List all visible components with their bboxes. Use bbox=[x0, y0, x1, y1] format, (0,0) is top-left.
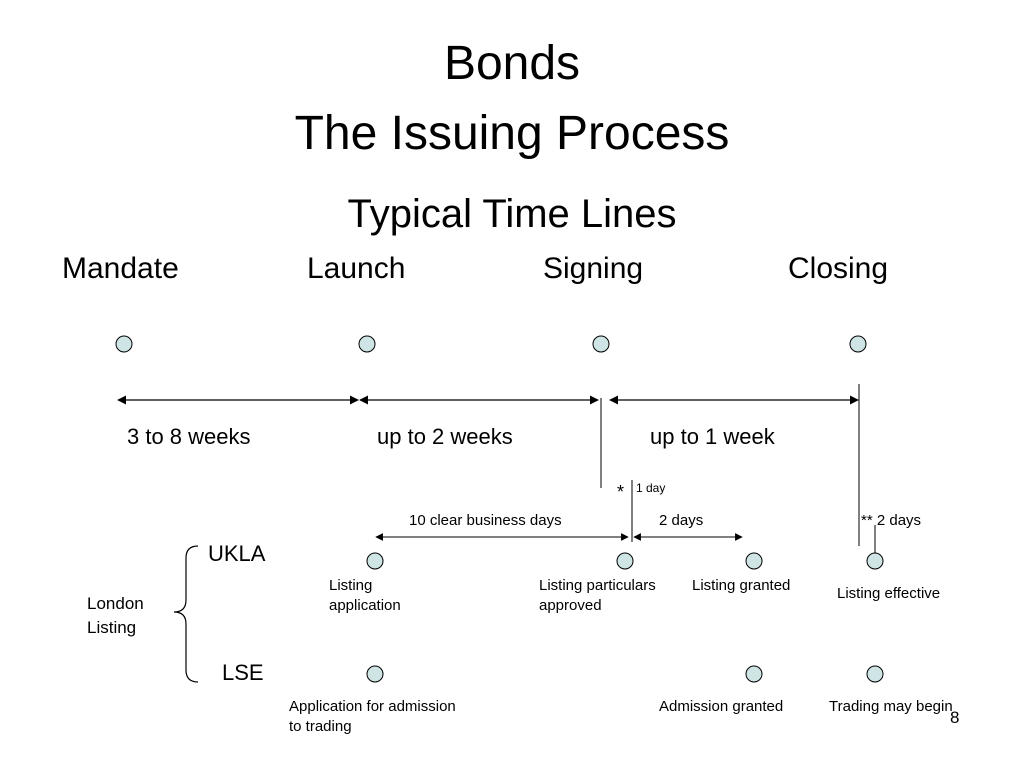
node-mandate bbox=[115, 335, 133, 353]
duration-launch-signing: up to 2 weeks bbox=[377, 424, 513, 449]
duration-mandate-launch: 3 to 8 weeks bbox=[127, 424, 251, 449]
node-listing-application bbox=[366, 552, 384, 570]
node-trading bbox=[866, 665, 884, 683]
title-line-2: The Issuing Process bbox=[294, 107, 730, 160]
listing-approved-line-2: approved bbox=[539, 597, 602, 614]
two-days-label: 2 days bbox=[659, 512, 704, 529]
closing-two-days-label: ** 2 days bbox=[861, 512, 922, 529]
star-marker: * bbox=[617, 482, 625, 502]
curly-brace bbox=[173, 545, 199, 683]
admission-application-line-2: to trading bbox=[289, 718, 352, 735]
node-signing bbox=[592, 335, 610, 353]
node-admission-granted bbox=[745, 665, 763, 683]
london-listing-line-1: London bbox=[87, 594, 144, 613]
listing-application-line-1: Listing bbox=[329, 577, 373, 594]
page-number: 8 bbox=[950, 708, 960, 727]
phase-mandate: Mandate bbox=[62, 252, 179, 285]
node-closing bbox=[849, 335, 867, 353]
duration-signing-closing: up to 1 week bbox=[650, 424, 775, 449]
node-listing-approved bbox=[616, 552, 634, 570]
phase-closing: Closing bbox=[788, 252, 889, 285]
phase-signing: Signing bbox=[543, 252, 644, 285]
ten-days-label: 10 clear business days bbox=[409, 512, 562, 529]
ukla-label: UKLA bbox=[208, 541, 266, 566]
title-line-1: Bonds bbox=[443, 37, 581, 90]
one-day-label: 1 day bbox=[636, 481, 666, 495]
lse-label: LSE bbox=[222, 660, 264, 685]
admission-application-line-1: Application for admission bbox=[289, 698, 456, 715]
listing-granted-label: Listing granted bbox=[692, 577, 791, 594]
admission-granted-label: Admission granted bbox=[659, 698, 784, 715]
phase-launch: Launch bbox=[307, 252, 406, 285]
london-listing-line-2: Listing bbox=[87, 618, 137, 637]
trading-label: Trading may begin bbox=[829, 698, 953, 715]
node-listing-effective bbox=[866, 552, 884, 570]
node-application-admission bbox=[366, 665, 384, 683]
subtitle: Typical Time Lines bbox=[347, 192, 677, 236]
node-listing-granted bbox=[745, 552, 763, 570]
listing-application-line-2: application bbox=[329, 597, 401, 614]
listing-effective-label: Listing effective bbox=[837, 585, 941, 602]
listing-approved-line-1: Listing particulars bbox=[539, 577, 656, 594]
node-launch bbox=[358, 335, 376, 353]
